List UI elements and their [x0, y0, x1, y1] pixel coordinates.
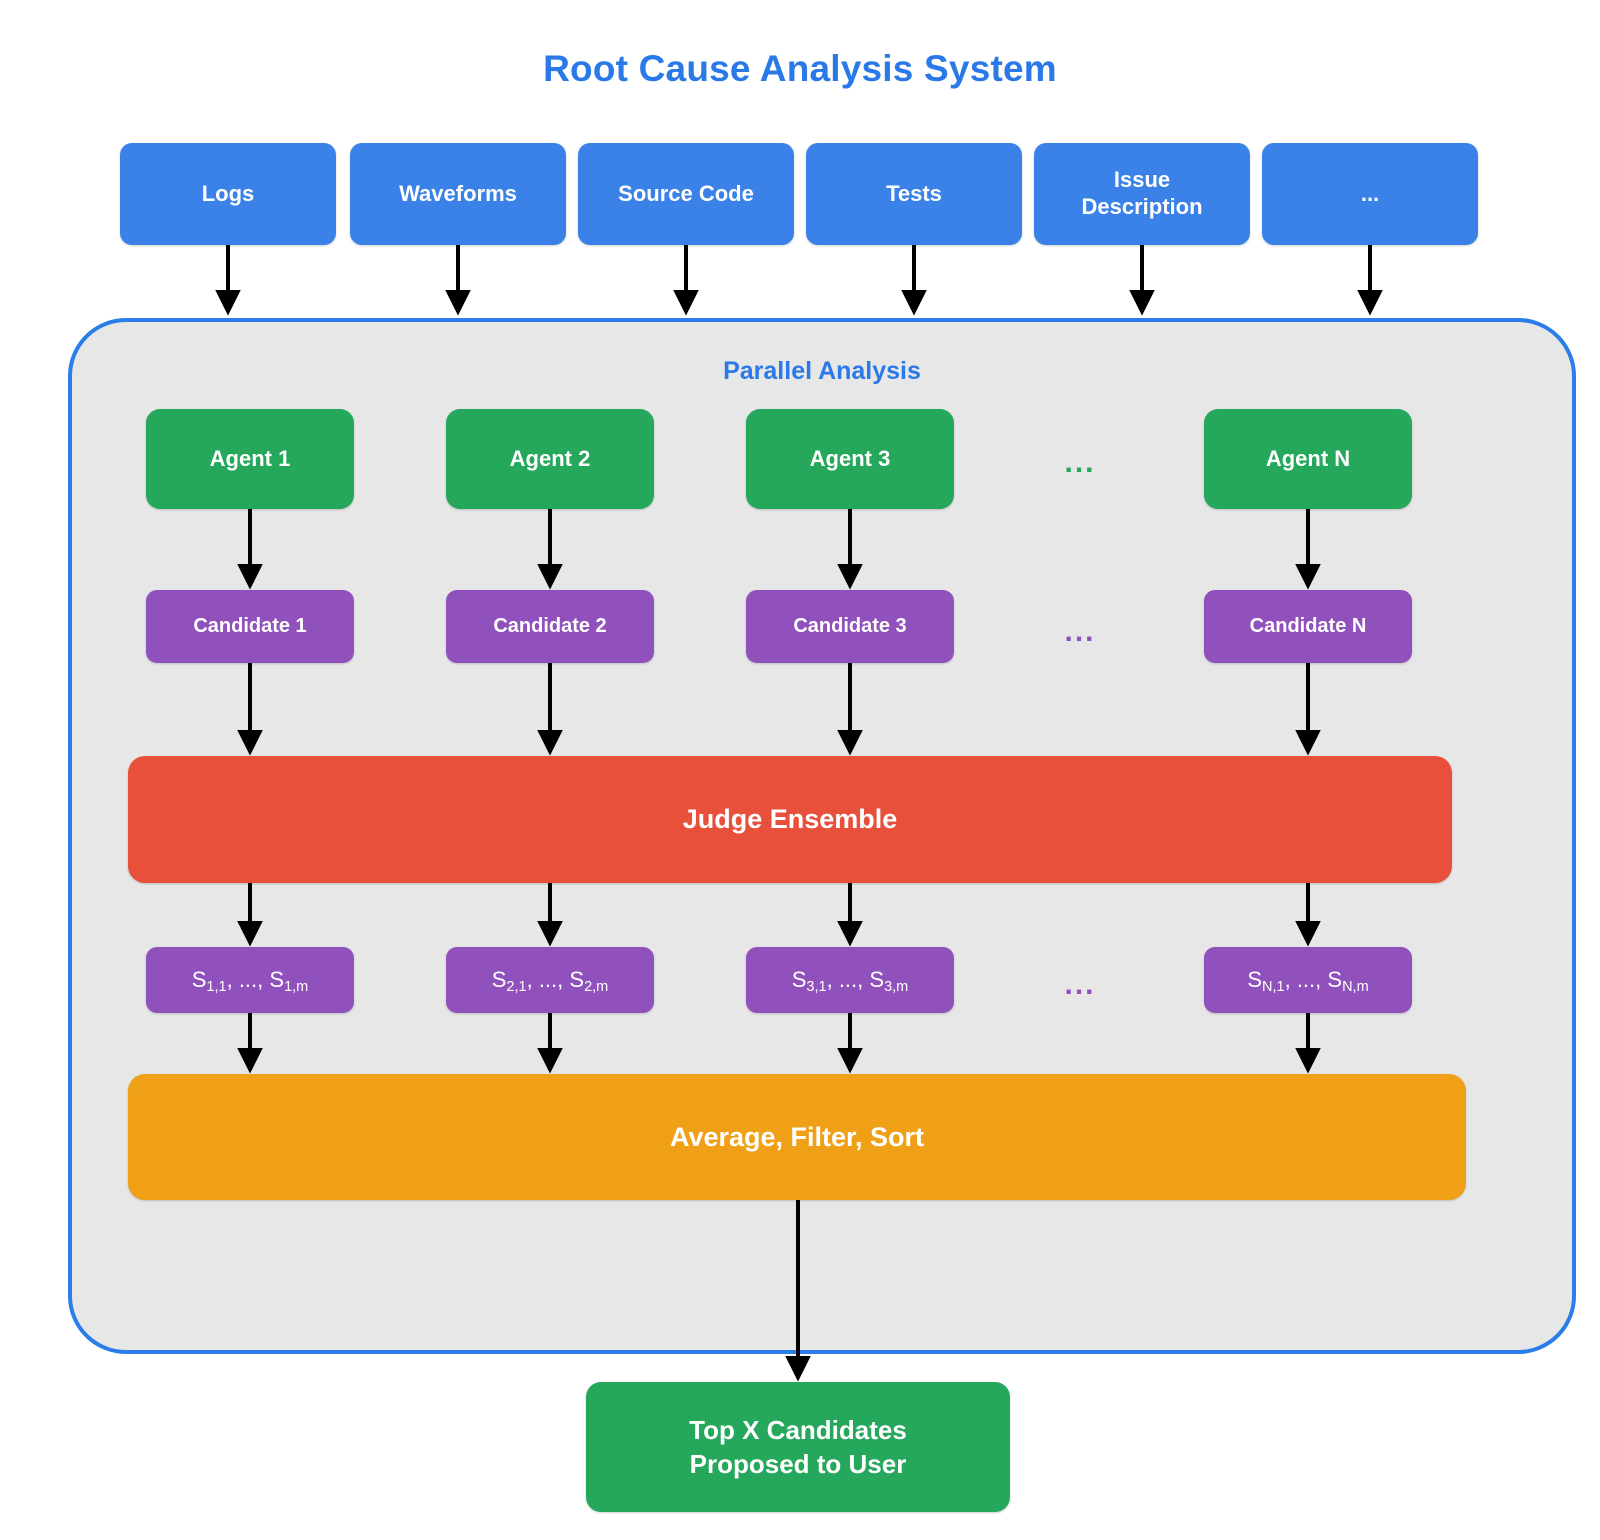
candidate-box-2[interactable]: Candidate 2	[446, 590, 654, 663]
agents-ellipsis: ...	[1064, 446, 1096, 479]
candidate-label: Candidate 1	[193, 615, 307, 638]
aggregate-label: Average, Filter, Sort	[669, 1121, 925, 1152]
candidates-ellipsis: ...	[1064, 615, 1096, 648]
score-label: S3,1, ..., S3,m	[791, 966, 909, 995]
source-label: Waveforms	[399, 180, 517, 206]
source-box-source-code[interactable]: Source Code	[578, 143, 794, 245]
agent-label: Agent 2	[509, 445, 591, 471]
candidate-box-3[interactable]: Candidate 3	[746, 590, 954, 663]
candidate-label: Candidate 2	[493, 615, 607, 638]
source-label: ...	[1360, 180, 1380, 206]
scores-ellipsis: ...	[1064, 968, 1096, 1001]
source-box-more[interactable]: ...	[1262, 143, 1478, 245]
judge-label: Judge Ensemble	[682, 804, 898, 835]
judge-ensemble-box[interactable]: Judge Ensemble	[128, 756, 1452, 883]
candidate-label: Candidate 3	[793, 615, 907, 638]
agent-box-3[interactable]: Agent 3	[746, 409, 954, 509]
source-box-logs[interactable]: Logs	[120, 143, 336, 245]
source-label: Tests	[886, 180, 942, 206]
agent-label: Agent 1	[209, 445, 291, 471]
agent-box-1[interactable]: Agent 1	[146, 409, 354, 509]
source-box-waveforms[interactable]: Waveforms	[350, 143, 566, 245]
score-label: S1,1, ..., S1,m	[191, 966, 309, 995]
aggregate-box[interactable]: Average, Filter, Sort	[128, 1074, 1466, 1200]
candidate-box-n[interactable]: Candidate N	[1204, 590, 1412, 663]
score-box-3[interactable]: S3,1, ..., S3,m	[746, 947, 954, 1013]
agent-box-2[interactable]: Agent 2	[446, 409, 654, 509]
output-box[interactable]: Top X Candidates Proposed to User	[586, 1382, 1010, 1512]
source-label: Logs	[201, 180, 255, 206]
page-title: Root Cause Analysis System	[543, 48, 1057, 89]
score-box-1[interactable]: S1,1, ..., S1,m	[146, 947, 354, 1013]
agent-label: Agent N	[1265, 445, 1351, 471]
output-line-2: Proposed to User	[689, 1449, 907, 1479]
output-line-1: Top X Candidates	[689, 1414, 907, 1445]
score-label: SN,1, ..., SN,m	[1247, 966, 1369, 995]
candidate-box-1[interactable]: Candidate 1	[146, 590, 354, 663]
score-box-2[interactable]: S2,1, ..., S2,m	[446, 947, 654, 1013]
agent-label: Agent 3	[809, 445, 891, 471]
candidate-label: Candidate N	[1249, 615, 1367, 638]
source-box-tests[interactable]: Tests	[806, 143, 1022, 245]
parallel-analysis-label: Parallel Analysis	[723, 357, 921, 385]
agent-box-n[interactable]: Agent N	[1204, 409, 1412, 509]
source-label: Source Code	[618, 180, 754, 206]
score-label: S2,1, ..., S2,m	[491, 966, 609, 995]
score-box-n[interactable]: SN,1, ..., SN,m	[1204, 947, 1412, 1013]
